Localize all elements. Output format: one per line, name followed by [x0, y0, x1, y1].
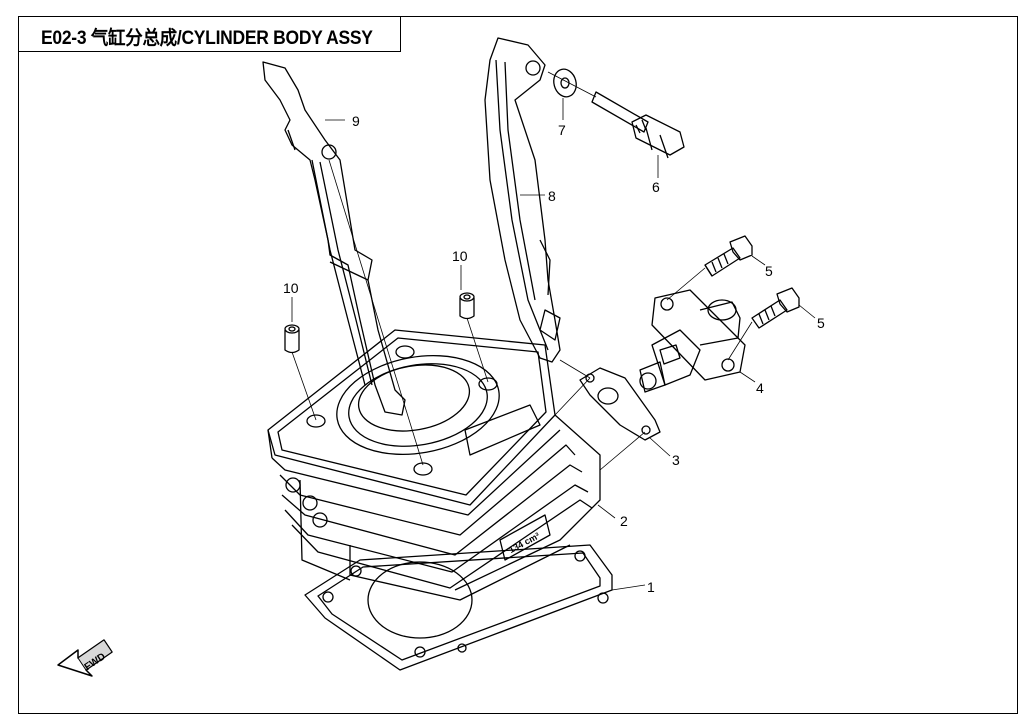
part-8-tensioner-guide [484, 37, 561, 363]
part-10-dowel-pin-right [459, 292, 475, 320]
callout-7: 7 [558, 122, 566, 138]
diagram-frame [18, 16, 1018, 714]
part-6-bolt [591, 91, 685, 159]
diagram-title: E02-3 气缸分总成/CYLINDER BODY ASSY [41, 28, 373, 49]
callout-9: 9 [352, 113, 360, 129]
callout-2: 2 [620, 513, 628, 529]
callout-6: 6 [652, 179, 660, 195]
title-box: E02-3 气缸分总成/CYLINDER BODY ASSY [18, 16, 401, 52]
part-10-dowel-pin-left [284, 324, 300, 354]
callout-5-lower: 5 [817, 315, 825, 331]
callout-4: 4 [756, 380, 764, 396]
callout-8: 8 [548, 188, 556, 204]
part-9-chain-guide [262, 61, 406, 416]
assembly-lines [291, 71, 816, 591]
part-3-tensioner-gasket [579, 367, 661, 441]
fwd-arrow-icon: FWD [57, 639, 113, 677]
part-5-bolt-upper [704, 235, 753, 277]
part-7-washer [553, 68, 577, 98]
callout-10-left: 10 [283, 280, 299, 296]
part-1-base-gasket [304, 544, 613, 671]
part-5-bolt-lower [751, 287, 800, 329]
part-4-cam-chain-tensioner [639, 289, 746, 393]
callout-3: 3 [672, 452, 680, 468]
callout-10-right: 10 [452, 248, 468, 264]
callout-labels: 1 2 3 4 5 5 6 7 8 9 10 10 [283, 113, 825, 595]
callout-5-upper: 5 [765, 263, 773, 279]
callout-1: 1 [647, 579, 655, 595]
part-2-cylinder-body: 134 cm³ [267, 329, 601, 601]
